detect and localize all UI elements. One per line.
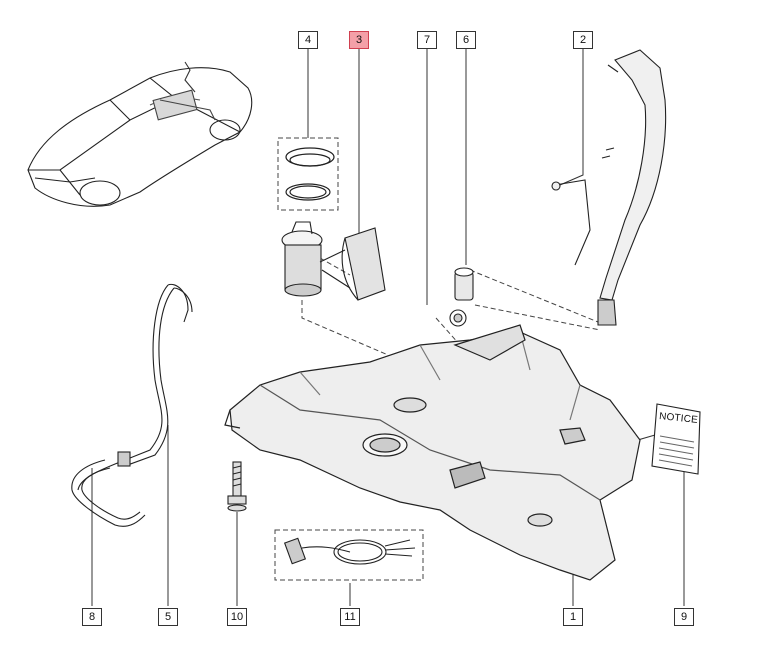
- filler-neck-part-2: [551, 49, 667, 326]
- fuel-pipe-part-8: [71, 459, 146, 527]
- fuel-hose-part-5: [77, 283, 193, 491]
- callout-2[interactable]: 2: [573, 31, 593, 49]
- callout-3-highlighted[interactable]: 3: [349, 31, 369, 49]
- callout-1[interactable]: 1: [563, 608, 583, 626]
- callout-9[interactable]: 9: [674, 608, 694, 626]
- wiring-harness-part-11: [283, 537, 416, 565]
- vent-valve-parts: [449, 267, 474, 327]
- fuel-pump-module: [281, 221, 323, 297]
- assembly-dashed-lines: [274, 137, 601, 581]
- callout-6[interactable]: 6: [456, 31, 476, 49]
- callout-7[interactable]: 7: [417, 31, 437, 49]
- callout-10[interactable]: 10: [227, 608, 247, 626]
- notice-booklet-part-9: [651, 403, 701, 475]
- fuel-tank-part-1: [224, 324, 641, 581]
- callout-4[interactable]: 4: [298, 31, 318, 49]
- callout-8[interactable]: 8: [82, 608, 102, 626]
- lock-ring-and-seal: [285, 147, 335, 201]
- car-illustration: [27, 61, 253, 207]
- pump-filter-part-3: [319, 227, 386, 301]
- callout-11[interactable]: 11: [340, 608, 360, 626]
- callout-5[interactable]: 5: [158, 608, 178, 626]
- bolt-part-10: [227, 461, 247, 512]
